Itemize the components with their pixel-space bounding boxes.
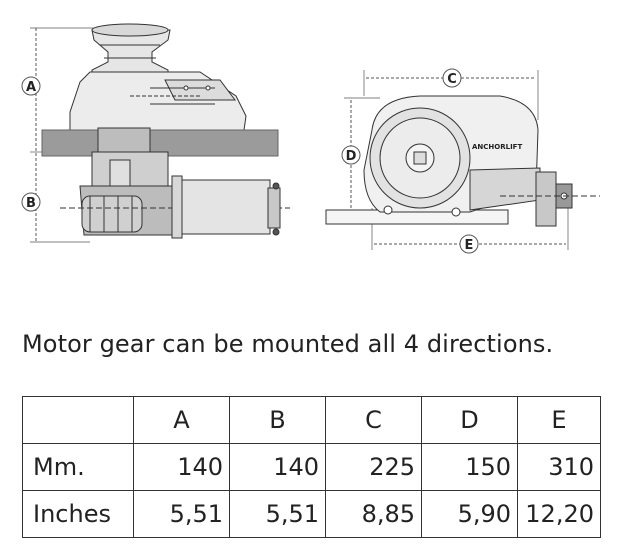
table-header-cell xyxy=(22,396,134,444)
dimensions-table: A B C D E Mm. 140 140 225 150 310 Inches… xyxy=(22,396,601,538)
row-label-inches: Inches xyxy=(22,490,134,538)
table-cell: 140 xyxy=(229,443,326,491)
table-header-cell: D xyxy=(421,396,518,444)
table-cell: 8,85 xyxy=(325,490,422,538)
table-cell: 5,51 xyxy=(229,490,326,538)
table-header-row: A B C D E xyxy=(22,396,601,444)
table-cell: 140 xyxy=(133,443,230,491)
windlass-technical-drawing: A B C D E ANCHORLIFT xyxy=(21,23,600,254)
dim-label-d: D xyxy=(346,149,357,164)
table-cell: 225 xyxy=(325,443,422,491)
table-cell: 310 xyxy=(517,443,601,491)
table-cell: 5,90 xyxy=(421,490,518,538)
dimension-labels: A B C D E ANCHORLIFT xyxy=(21,68,522,254)
dim-label-a: A xyxy=(26,80,36,95)
table-header-cell: E xyxy=(517,396,601,444)
table-cell: 5,51 xyxy=(133,490,230,538)
side-view xyxy=(30,23,290,243)
table-header-cell: A xyxy=(133,396,230,444)
mounting-caption: Motor gear can be mounted all 4 directio… xyxy=(22,330,554,358)
table-cell: 12,20 xyxy=(517,490,601,538)
table-header-cell: B xyxy=(229,396,326,444)
table-cell: 150 xyxy=(421,443,518,491)
front-view xyxy=(325,70,600,250)
table-row: Inches 5,51 5,51 8,85 5,90 12,20 xyxy=(22,490,601,538)
dim-label-e: E xyxy=(465,238,474,253)
table-row: Mm. 140 140 225 150 310 xyxy=(22,443,601,491)
brand-logo: ANCHORLIFT xyxy=(472,143,522,151)
row-label-mm: Mm. xyxy=(22,443,134,491)
table-header-cell: C xyxy=(325,396,422,444)
dim-label-b: B xyxy=(26,196,36,211)
dim-label-c: C xyxy=(447,72,457,87)
